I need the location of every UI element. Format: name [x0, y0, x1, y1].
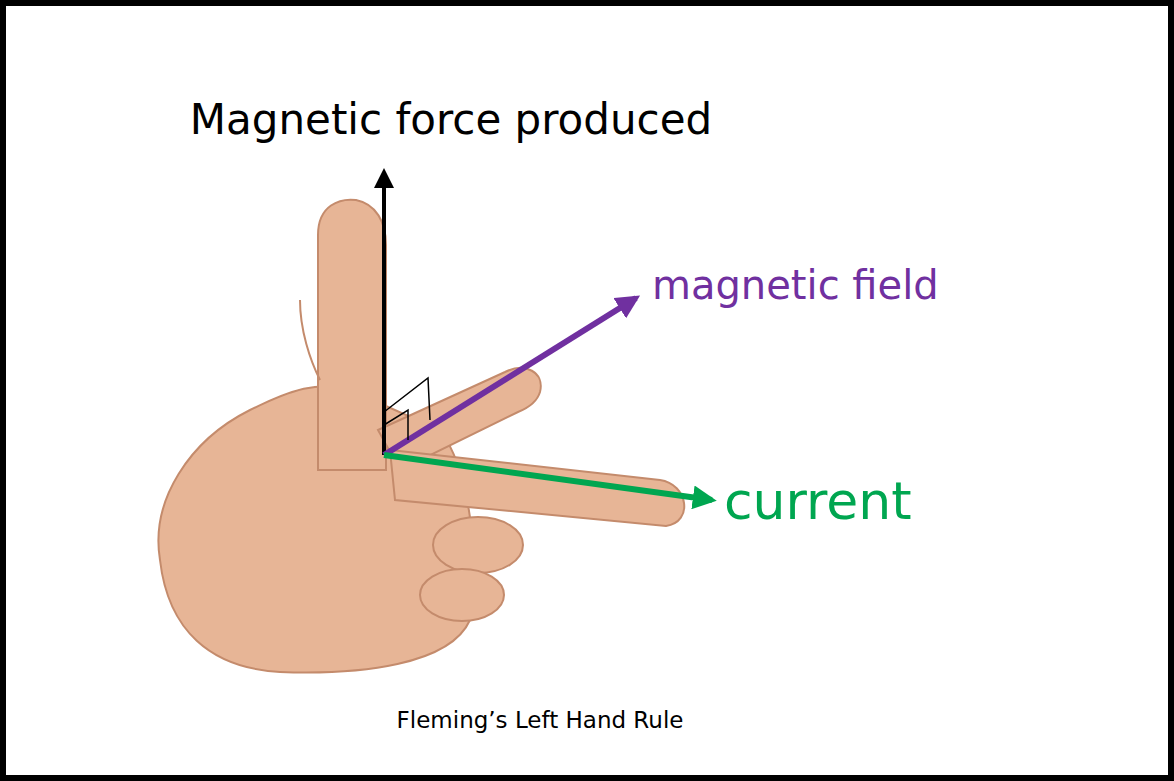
force-arrow — [382, 172, 386, 455]
caption: Fleming’s Left Hand Rule — [397, 707, 684, 733]
field-arrow — [384, 298, 636, 455]
force-label: Magnetic force produced — [190, 96, 712, 144]
right-angle-mark — [384, 410, 408, 440]
current-label: current — [724, 472, 912, 532]
hand — [158, 200, 684, 673]
right-angle-mark — [384, 378, 430, 420]
current-arrow — [384, 455, 712, 500]
field-label: magnetic field — [652, 262, 939, 308]
